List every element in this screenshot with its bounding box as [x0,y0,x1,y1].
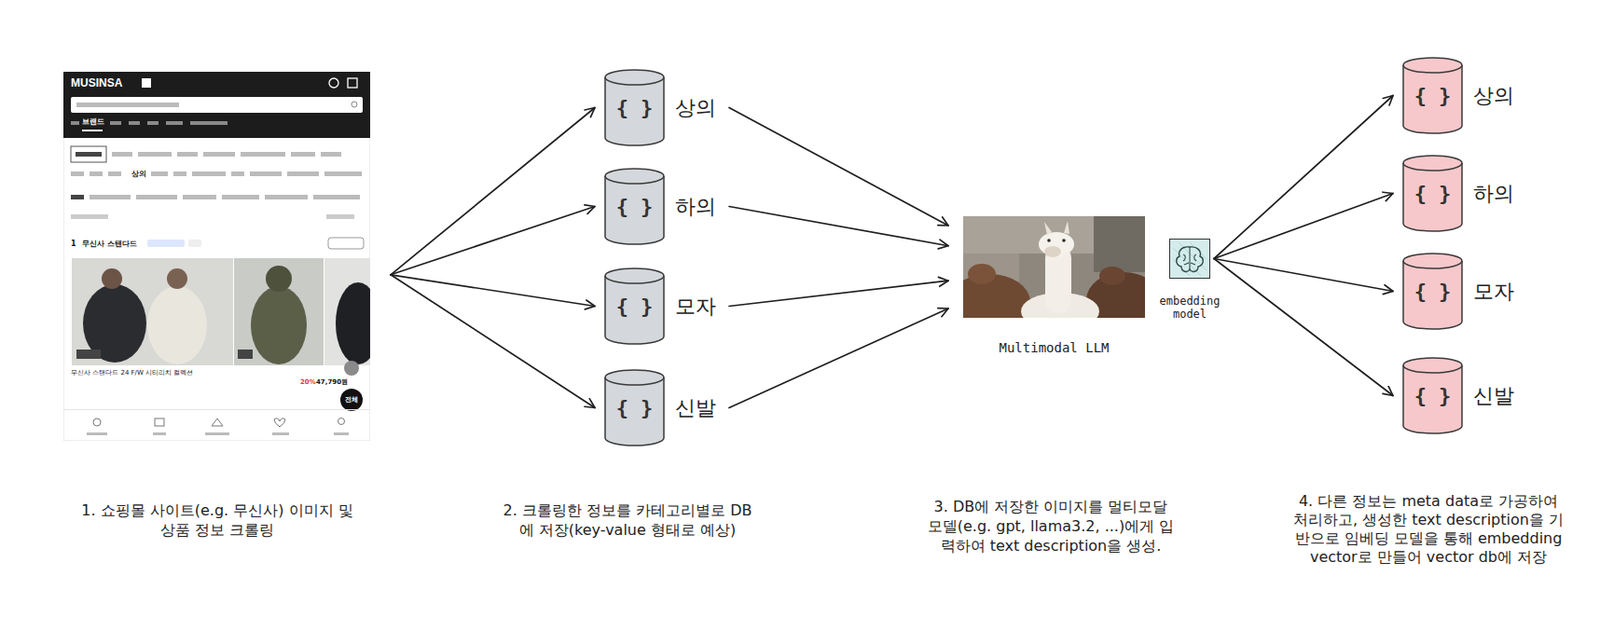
json-brace-icon: { } [1402,384,1463,409]
step-caption: 4. 다른 정보는 meta data로 가공하여 처리하고, 생성한 text… [1293,492,1564,567]
embedding-icon [1169,238,1211,279]
category-label: 모자 [675,293,717,320]
cylinder-body [605,69,664,146]
cylinder-body [605,370,664,446]
cylinder-body [1403,155,1463,232]
arrow-connector [729,206,949,247]
cylinder-body [1403,358,1463,434]
arrow-connector [729,280,949,306]
category-label: 신발 [675,395,717,422]
screen-rank: 1 [70,239,77,249]
arrow-connector [729,108,949,227]
arrow-connector [1213,193,1394,260]
category-label: 하의 [1473,180,1515,207]
arrow-connector [1213,259,1394,292]
screen-product: 무신사 스탠다드 24 F/W 시티리치 컬렉션 [70,369,230,378]
screen-tab: 브랜드 [82,117,105,127]
step-caption: 3. DB에 저장한 이미지를 멀티모달 모델(e.g. gpt, llama3… [924,496,1177,556]
database-cylinder: { } 하의 [1402,154,1517,233]
cylinder-rim [605,176,664,184]
json-brace-icon: { } [604,294,665,319]
database-cylinder: { } 신발 [1402,357,1517,435]
arrow-connector [1213,259,1394,397]
screen-category: 상의 [131,169,147,180]
cylinder-rim [605,275,664,284]
json-brace-icon: { } [1402,181,1463,207]
screen-brand: 무신사 스탠다드 [82,239,138,249]
step-caption: 1. 쇼핑몰 사이트(e.g. 무신사) 이미지 및 상품 정보 크롤링 [77,500,358,540]
json-brace-icon: { } [1402,83,1463,109]
database-cylinder: { } 모자 [604,267,718,345]
json-brace-icon: { } [1402,279,1463,304]
json-brace-icon: { } [604,396,665,421]
model-label: embedding model [1147,294,1232,321]
cylinder-body [1403,253,1463,330]
category-label: 모자 [1473,278,1515,305]
arrow-connector [390,275,595,409]
database-cylinder: { } 하의 [604,167,718,246]
model-label: Multimodal LLM [998,340,1109,357]
cylinder-rim [1403,261,1463,269]
arrow-connector [729,308,949,409]
cylinder-body [605,268,664,345]
arrow-connector [390,275,595,307]
screen-price: 47,790원 [316,378,348,387]
cylinder-rim [1403,65,1463,73]
database-cylinder: { } 모자 [1402,252,1517,331]
arrow-connector [1213,96,1394,260]
app-logo: MUSINSA [70,76,123,90]
json-brace-icon: { } [604,194,665,220]
database-cylinder: { } 상의 [604,68,718,147]
json-brace-icon: { } [604,96,665,121]
cylinder-body [605,168,664,245]
category-label: 상의 [1473,82,1515,110]
cylinder-body [1403,57,1463,134]
step-caption: 2. 크롤링한 정보를 카테고리별로 DB에 저장(key-value 형태로 … [496,500,759,540]
database-cylinder: { } 신발 [604,369,718,447]
model-image: Multimodal LLM [963,216,1145,318]
screen-discount: 20% [300,378,317,387]
category-label: 하의 [675,193,717,221]
cylinder-rim [1403,365,1463,373]
screen-button: 전체 [343,396,360,405]
category-label: 신발 [1473,383,1515,410]
cylinder-rim [605,77,664,85]
arrow-connector [390,206,595,276]
cylinder-rim [605,377,664,386]
cylinder-rim [1403,163,1463,171]
arrow-connector [390,108,595,276]
category-label: 상의 [675,95,717,122]
model-icon: embedding model [1169,238,1211,279]
llama-photo [963,216,1145,318]
database-cylinder: { } 상의 [1402,56,1517,135]
